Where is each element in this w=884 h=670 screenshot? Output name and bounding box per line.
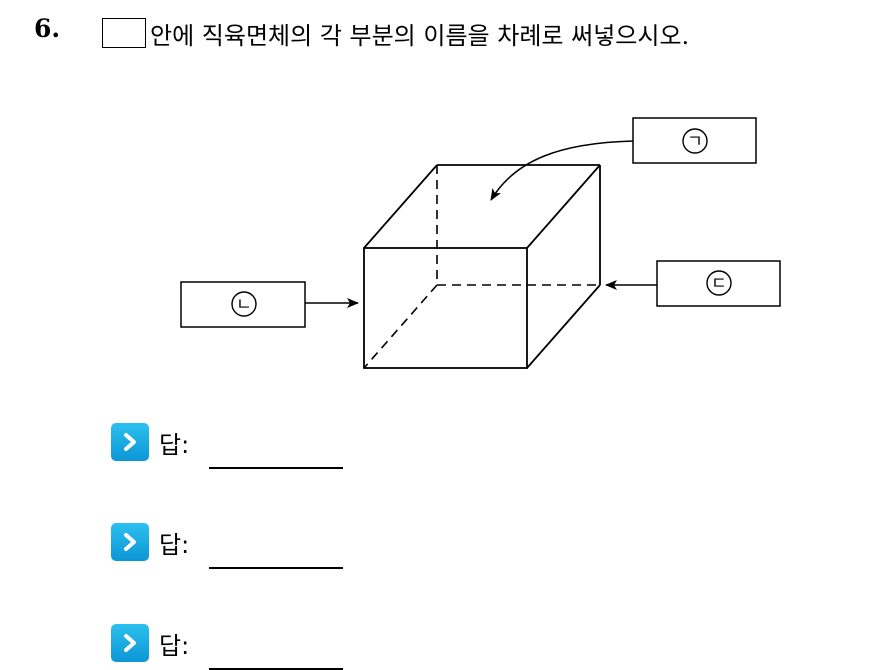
answer-input-line[interactable] xyxy=(209,523,344,569)
answer-row-3: 답: xyxy=(111,624,344,670)
label-box-c: ㄷ xyxy=(656,260,781,307)
answer-input-line[interactable] xyxy=(209,423,344,469)
chevron-right-icon xyxy=(111,624,149,662)
label-circle-a xyxy=(682,128,708,154)
label-text-b: ㄴ xyxy=(236,295,252,315)
blank-box xyxy=(102,18,146,48)
label-text-a: ㄱ xyxy=(687,132,703,152)
question-text: 안에 직육면체의 각 부분의 이름을 차례로 써넣으시오. xyxy=(150,21,690,50)
chevron-right-icon xyxy=(111,423,149,461)
label-box-b: ㄴ xyxy=(180,281,306,328)
visible-edges xyxy=(363,164,601,369)
question-row: 안에 직육면체의 각 부분의 이름을 차례로 써넣으시오. xyxy=(102,15,689,51)
arrow-a xyxy=(490,140,634,201)
answer-input-line[interactable] xyxy=(209,624,344,670)
answer-label: 답: xyxy=(159,431,190,459)
answer-label: 답: xyxy=(159,531,190,559)
label-text-c: ㄷ xyxy=(711,274,727,294)
answer-label: 답: xyxy=(159,632,190,660)
label-circle-c xyxy=(706,270,732,296)
chevron-right-icon xyxy=(111,523,149,561)
hidden-edges xyxy=(363,165,600,369)
answer-row-1: 답: xyxy=(111,423,344,469)
label-box-a: ㄱ xyxy=(632,117,757,164)
answer-row-2: 답: xyxy=(111,523,344,569)
question-number: 6. xyxy=(34,14,61,43)
label-circle-b xyxy=(231,291,257,317)
